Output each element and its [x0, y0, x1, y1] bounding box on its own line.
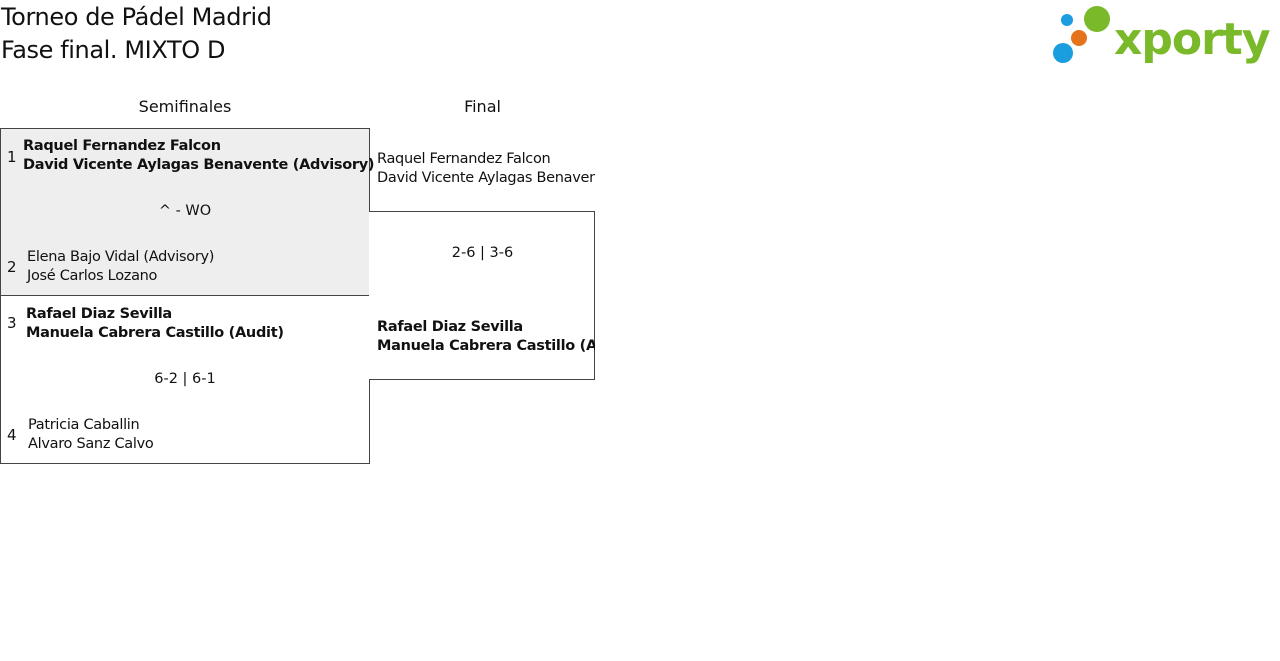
logo-dot-orange	[1071, 30, 1087, 46]
logo-dot-green	[1084, 6, 1110, 32]
player-name: Alvaro Sanz Calvo	[28, 436, 154, 452]
final-score: 2-6 | 3-6	[451, 245, 514, 261]
player-name: Raquel Fernandez Falcon	[377, 151, 551, 167]
player-name: Raquel Fernandez Falcon	[23, 138, 221, 154]
player-name: David Vicente Aylagas Benavente (Advisor…	[23, 157, 375, 173]
logo-dot-blue-small	[1061, 14, 1073, 26]
player-name: Rafael Diaz Sevilla	[26, 306, 172, 322]
player-name: José Carlos Lozano	[27, 268, 158, 284]
logo-wordmark: xporty	[1114, 14, 1270, 65]
seed-number: 3	[7, 314, 17, 332]
player-name: David Vicente Aylagas Benavente (Advisor…	[377, 170, 595, 186]
player-name: Elena Bajo Vidal (Advisory)	[27, 249, 215, 265]
logo-dot-blue	[1053, 43, 1073, 63]
page-title: Torneo de Pádel Madrid	[1, 3, 272, 31]
final-team-entry[interactable]: Rafael Diaz Sevilla Manuela Cabrera Cast…	[377, 318, 595, 356]
player-name: Manuela Cabrera Castillo (Audit)	[377, 338, 595, 354]
seed-number: 2	[7, 258, 17, 276]
round-header-semifinals: Semifinales	[138, 97, 232, 116]
player-name: Manuela Cabrera Castillo (Audit)	[26, 325, 284, 341]
match-score: 6-2 | 6-1	[154, 371, 216, 387]
player-name: Rafael Diaz Sevilla	[377, 319, 523, 335]
seed-number: 1	[7, 148, 17, 166]
team-entry[interactable]: Elena Bajo Vidal (Advisory) José Carlos …	[27, 248, 214, 286]
match-box-semifinal-1[interactable]	[0, 128, 370, 296]
match-box-semifinal-2[interactable]	[0, 295, 370, 464]
final-team-entry[interactable]: Raquel Fernandez Falcon David Vicente Ay…	[377, 150, 595, 188]
team-entry[interactable]: Rafael Diaz Sevilla Manuela Cabrera Cast…	[26, 305, 284, 343]
round-header-final: Final	[464, 97, 501, 116]
seed-number: 4	[7, 426, 17, 444]
team-entry[interactable]: Raquel Fernandez Falcon David Vicente Ay…	[23, 137, 375, 175]
match-box-final[interactable]	[369, 211, 595, 380]
match-score: ^ - WO	[158, 203, 212, 219]
player-name: Patricia Caballin	[28, 417, 140, 433]
team-entry[interactable]: Patricia Caballin Alvaro Sanz Calvo	[28, 416, 154, 454]
xporty-logo[interactable]: xporty	[1050, 2, 1276, 68]
page-subtitle: Fase final. MIXTO D	[1, 36, 226, 64]
